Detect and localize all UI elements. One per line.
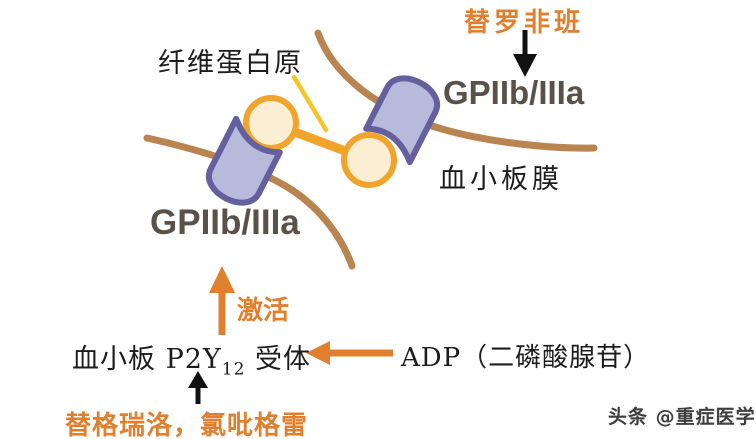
tirofiban-down-arrow-icon xyxy=(513,30,537,77)
p2y12-subscript: 12 xyxy=(221,359,246,380)
activate-label: 激活 xyxy=(237,296,290,326)
gpiib-iiia-label-left: GPIIb/IIIa xyxy=(150,203,300,242)
ticagrelor-clopidogrel-label: 替格瑞洛，氯吡格雷 xyxy=(65,411,309,439)
p2y12-receptor-label: 血小板 P2Y12 受体 xyxy=(72,337,311,380)
p2y12-prefix: 血小板 P2Y xyxy=(72,344,222,375)
membrane-curve-top-right xyxy=(314,29,598,152)
p2y12-suffix: 受体 xyxy=(245,344,311,375)
adp-label: ADP（二磷酸腺苷） xyxy=(401,343,651,373)
fibrinogen-pointer-line xyxy=(291,74,329,133)
gpiib-receptor-cylinder-right xyxy=(363,75,441,166)
adp-left-arrow-icon xyxy=(306,341,393,365)
membrane-curve-bottom-left xyxy=(143,134,356,270)
tirofiban-drug-label: 替罗非班 xyxy=(464,8,585,38)
gpiib-iiia-label-right: GPIIb/IIIa xyxy=(443,74,585,111)
fibrinogen-ball-left xyxy=(243,95,299,151)
toutiao-watermark: 头条 @重症医学 xyxy=(608,406,756,428)
fibrinogen-ball-right xyxy=(341,132,397,188)
platelet-membrane-label: 血小板膜 xyxy=(439,164,563,195)
gpiib-receptor-cylinder-left xyxy=(205,115,283,206)
activate-up-arrow-icon xyxy=(209,266,235,335)
drugs-up-arrow-icon xyxy=(188,371,208,404)
fibrinogen-label: 纤维蛋白原 xyxy=(158,48,303,79)
fibrinogen-dumbbell-icon xyxy=(243,95,397,188)
